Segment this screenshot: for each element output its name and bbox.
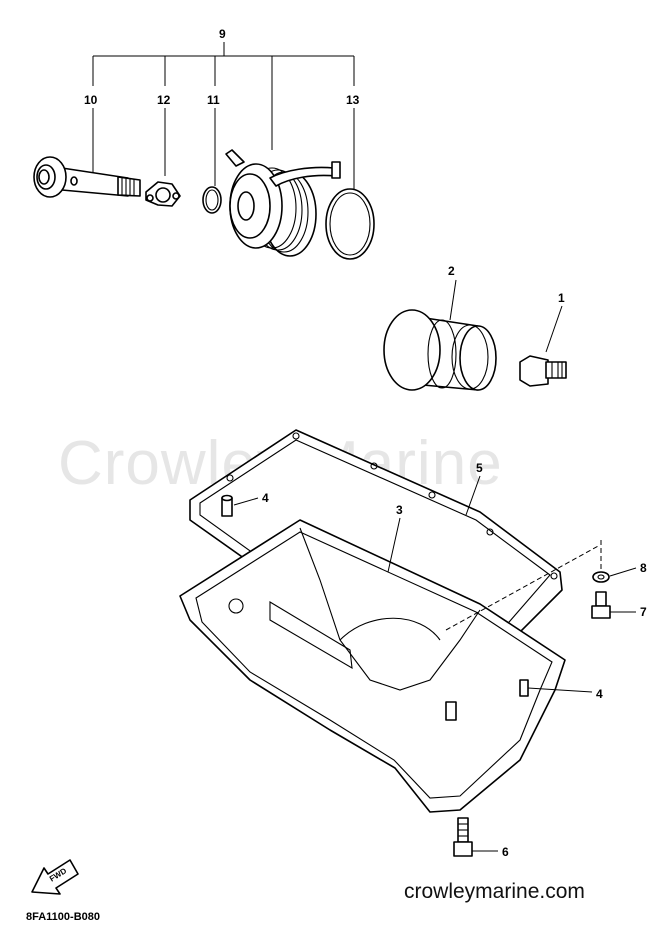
callout-4-lower: 4 (596, 687, 603, 701)
callout-2: 2 (448, 264, 455, 278)
callout-13: 13 (346, 93, 360, 107)
part-3-oil-pan (179, 517, 601, 813)
assembly-9-leaders (92, 42, 355, 192)
part-7-bolt (591, 591, 636, 619)
callout-8: 8 (640, 561, 647, 575)
callout-7: 7 (640, 605, 647, 619)
diagram-code: 8FA1100-B080 (26, 911, 100, 923)
callout-9: 9 (219, 27, 226, 41)
part-10-union-bolt (33, 156, 141, 198)
callout-6: 6 (502, 845, 509, 859)
callout-1: 1 (558, 291, 565, 305)
part-11-o-ring (202, 186, 222, 214)
site-link[interactable]: crowleymarine.com (404, 880, 585, 903)
part-9-oil-cooler (225, 149, 341, 257)
part-4-dowel-upper (221, 494, 259, 517)
part-13-o-ring (325, 188, 375, 260)
callout-5: 5 (476, 461, 483, 475)
part-6-bolt (453, 817, 498, 857)
part-12-plate (145, 181, 181, 207)
part-8-washer (592, 540, 637, 583)
part-1-drain-plug (519, 305, 567, 387)
part-2-oil-filter (383, 279, 497, 391)
callout-11: 11 (207, 93, 220, 107)
callout-12: 12 (157, 93, 171, 107)
callout-4-upper: 4 (262, 491, 269, 505)
callout-3: 3 (396, 503, 403, 517)
fwd-arrow-icon: FWD (31, 859, 79, 895)
callout-10: 10 (84, 93, 98, 107)
